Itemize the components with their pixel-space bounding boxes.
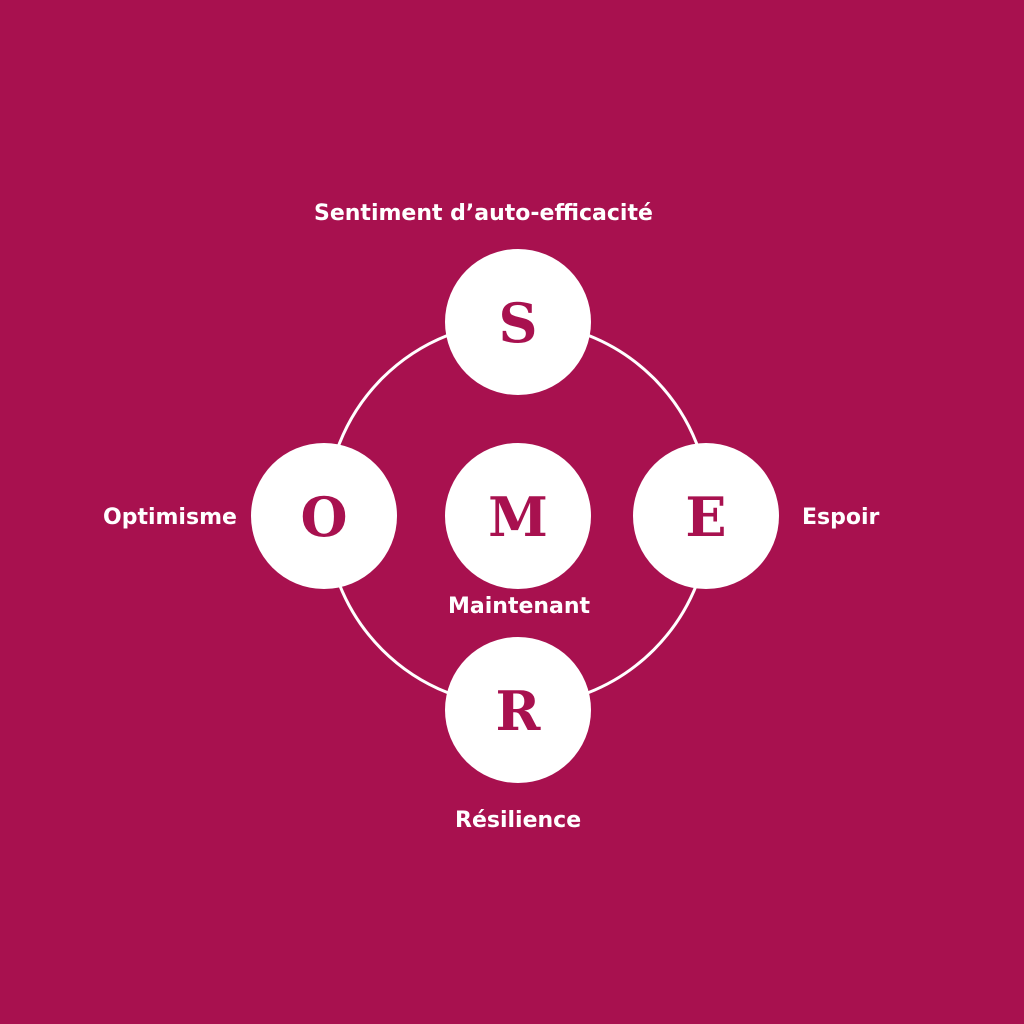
letter-s: S — [498, 291, 538, 355]
letter-e: E — [685, 485, 727, 549]
letter-m: M — [488, 485, 548, 549]
label-left: Optimisme — [103, 505, 237, 530]
node-right: E — [633, 443, 779, 589]
label-center: Maintenant — [448, 594, 591, 619]
node-left: O — [251, 443, 397, 589]
node-center: M — [445, 443, 591, 589]
letter-r: R — [495, 679, 541, 743]
label-right: Espoir — [802, 505, 880, 530]
label-bottom: Résilience — [455, 808, 582, 833]
letter-o: O — [300, 485, 348, 549]
node-bottom: R — [445, 637, 591, 783]
node-top: S — [445, 249, 591, 395]
label-top: Sentiment d’auto-efficacité — [314, 201, 653, 226]
